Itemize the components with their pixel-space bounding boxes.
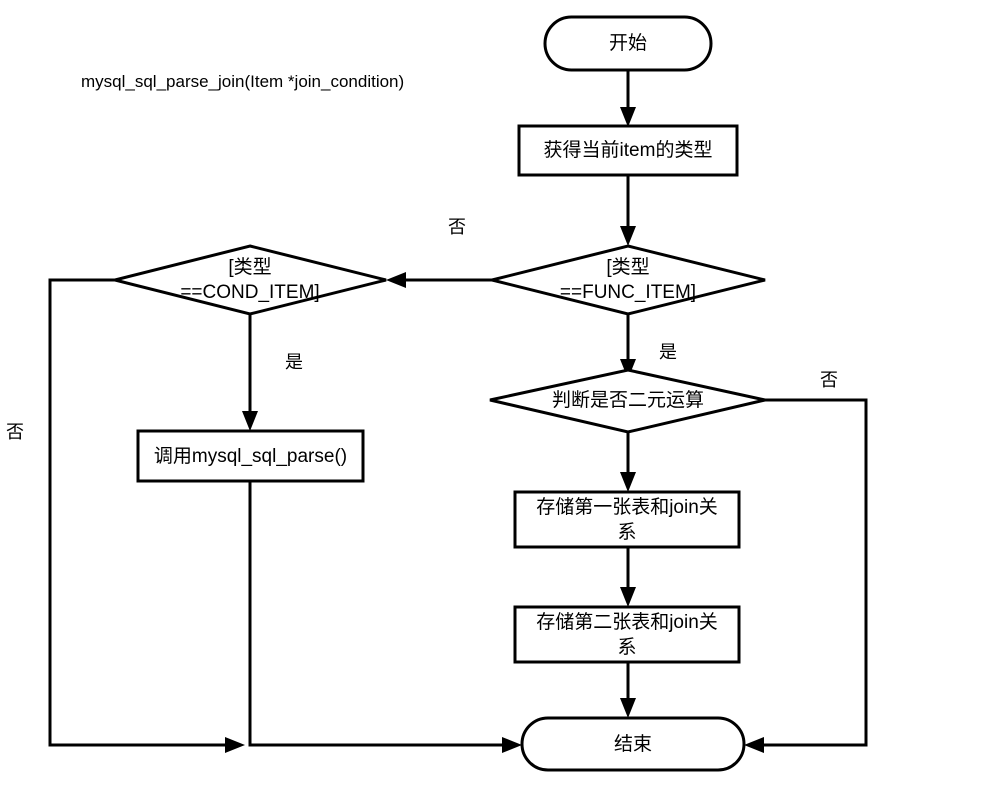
edge-call-parse-to-end bbox=[248, 481, 522, 753]
edge-is-cond-item-no-to-end bbox=[48, 278, 245, 753]
edge-is-binary-op-yes-to-store-first-table bbox=[620, 432, 636, 492]
edge-store-first-table-to-store-second-table bbox=[620, 547, 636, 607]
edge-is-binary-op-no-to-end bbox=[744, 398, 868, 753]
edge-get-item-type-to-is-func-item bbox=[620, 175, 636, 246]
node-start bbox=[543, 15, 713, 72]
node-get-item-type bbox=[517, 124, 739, 177]
edge-label-cond-item-yes: 是 bbox=[285, 352, 303, 372]
node-store-first-table bbox=[513, 490, 741, 549]
edge-label-binary-op-no: 否 bbox=[820, 370, 838, 390]
node-end bbox=[520, 716, 746, 772]
diagram-title: mysql_sql_parse_join(Item *join_conditio… bbox=[81, 72, 405, 91]
edge-store-second-table-to-end bbox=[620, 662, 636, 718]
edge-is-func-item-no-to-is-cond-item bbox=[386, 272, 492, 288]
node-is-binary-op bbox=[489, 368, 766, 434]
node-store-second-table bbox=[513, 605, 741, 664]
node-is-cond-item bbox=[114, 244, 387, 316]
node-is-func-item bbox=[491, 244, 766, 316]
edge-label-cond-item-no: 否 bbox=[6, 422, 24, 442]
edge-start-to-get-item-type bbox=[620, 70, 636, 127]
edge-label-func-item-no: 否 bbox=[448, 217, 466, 237]
node-call-parse bbox=[136, 429, 365, 483]
edge-is-cond-item-yes-to-call-parse bbox=[242, 314, 258, 431]
edge-label-func-item-yes: 是 bbox=[659, 342, 677, 362]
